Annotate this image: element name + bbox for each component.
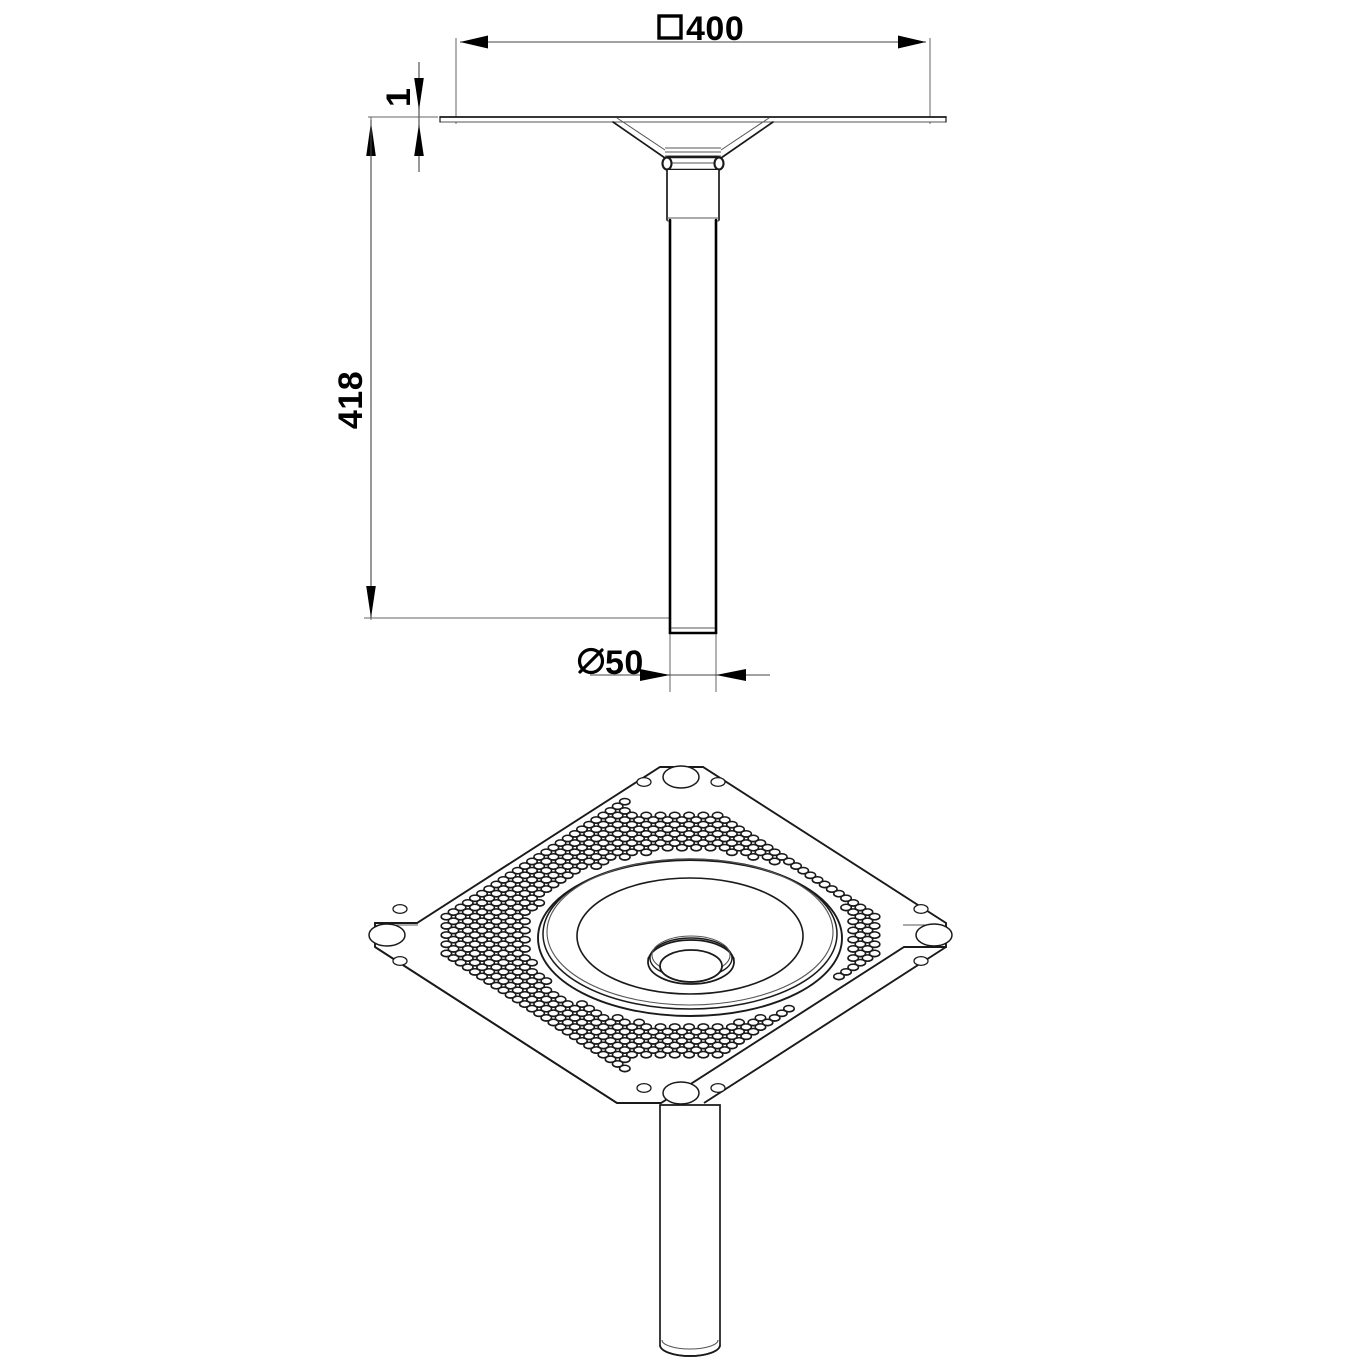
iso-pipe: [659, 1104, 721, 1357]
elevation-plate: [439, 116, 947, 123]
perforation-hole: [868, 940, 881, 949]
perforation-hole: [783, 1004, 795, 1013]
dimension-outlet-diameter: 50: [577, 634, 770, 692]
dimension-label-plate-thickness: 1: [380, 88, 418, 107]
elevation-view: 400 1: [332, 10, 947, 692]
perforation-hole: [868, 949, 881, 958]
perforation-hole: [618, 1064, 631, 1073]
perforation-hole: [618, 797, 631, 806]
elevation-funnel: [612, 117, 774, 159]
perforation-hole: [868, 921, 881, 930]
elevation-pipe: [668, 218, 718, 635]
perforation-hole: [526, 958, 538, 967]
perforation-hole: [518, 935, 531, 944]
perforation-hole: [540, 977, 553, 986]
dimension-label-outlet-diameter: 50: [605, 644, 644, 682]
corner-hole-top: [636, 765, 726, 789]
perforation-hole: [868, 931, 881, 940]
dimension-label-plate-width: 400: [686, 10, 744, 48]
perforation-hole: [533, 898, 546, 907]
elevation-pipe-socket: [666, 169, 720, 222]
dimension-total-height: 418: [332, 120, 700, 619]
elevation-collar: [661, 147, 725, 172]
perforation-hole: [518, 926, 531, 935]
corner-hole-bottom: [636, 1081, 726, 1105]
iso-funnel: [537, 858, 843, 1017]
corner-hole-left: [368, 903, 408, 967]
dimension-label-total-height: 418: [332, 371, 370, 429]
isometric-view: [368, 765, 953, 1357]
perforation-hole: [868, 912, 881, 921]
perforation-hole: [518, 917, 531, 926]
square-symbol-icon: [657, 14, 683, 40]
corner-hole-right: [913, 903, 953, 967]
iso-corner-holes: [368, 765, 953, 1105]
diameter-symbol-icon: [577, 647, 605, 675]
dimension-plate-width: 400: [455, 10, 931, 124]
dimension-plate-thickness: 1: [366, 62, 438, 620]
perforation-hole: [518, 944, 531, 953]
